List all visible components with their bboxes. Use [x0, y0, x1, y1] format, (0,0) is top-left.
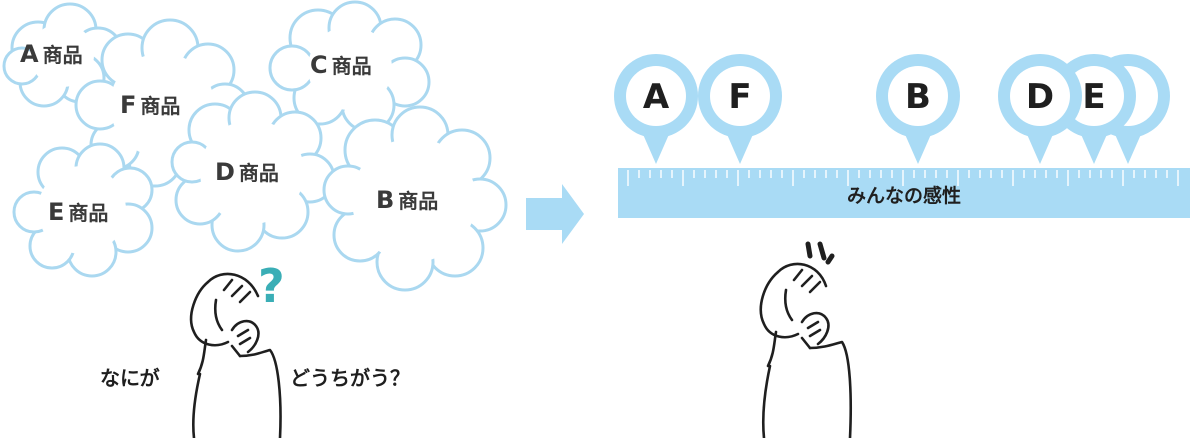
svg-text:A: A: [643, 77, 670, 117]
caption-right: どうちがう？: [290, 366, 410, 390]
thinking-person-left: [189, 272, 282, 438]
cloud-f: [74, 18, 251, 188]
cloud-d: [170, 90, 336, 253]
ruler-label: みんなの感性: [847, 184, 961, 207]
realization-lines-icon: [805, 241, 835, 265]
cloud-e: [12, 142, 154, 278]
svg-text:D: D: [1026, 77, 1054, 117]
svg-text:B: B: [905, 77, 931, 117]
right-arrow-icon: [526, 184, 584, 244]
pin-a: A: [614, 54, 698, 164]
cloud-c: [268, 0, 431, 133]
ruler: みんなの感性: [618, 168, 1190, 218]
caption-left: なにが: [100, 366, 160, 390]
svg-text:F: F: [728, 77, 751, 117]
thinking-person-right: [759, 262, 853, 438]
cloud-b: [322, 105, 508, 292]
pin-d: D: [998, 54, 1082, 164]
question-mark: ?: [258, 259, 285, 313]
pin-f: F: [698, 54, 782, 164]
cloud-a: [2, 2, 124, 108]
pin-b: B: [876, 54, 960, 164]
svg-text:E: E: [1082, 77, 1105, 117]
